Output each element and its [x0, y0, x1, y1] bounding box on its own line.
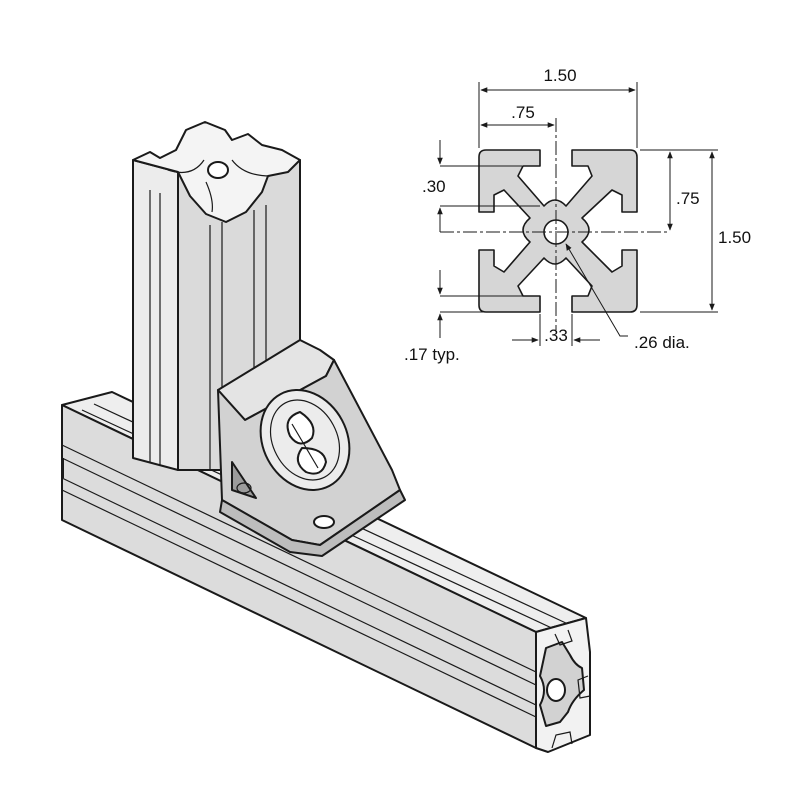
bracket-side-hole [236, 482, 252, 494]
end-profile-slot-bottom [551, 731, 573, 749]
end-profile-slot-right [577, 675, 591, 699]
bracket-bottom-flange [219, 489, 406, 557]
horizontal-extrusion-front-slot-lower-inner [61, 489, 537, 718]
horizontal-extrusion-front-slot-end [62, 458, 64, 478]
corner-bracket [217, 339, 406, 557]
dim-bore-leader [565, 243, 628, 337]
horizontal-extrusion-front-slot-upper-inner [61, 457, 537, 686]
dim-bore-label: .26 dia. [634, 333, 690, 352]
dimensions: 1.50 .75 .30 .75 1.50 .17 typ. .33 .26 d [404, 66, 751, 364]
bracket-triangle-cutout [231, 461, 257, 499]
end-profile-bore [546, 678, 566, 702]
horizontal-extrusion-front-slot-lower [61, 477, 537, 706]
dim-slot-width-label: .33 [544, 326, 568, 345]
dim-half-height-label: .75 [676, 189, 700, 208]
bracket-fastener-slot-line [291, 423, 319, 469]
dim-half-width-label: .75 [511, 103, 535, 122]
bracket-slot-recess-inner [269, 399, 341, 481]
end-profile-slot-top [554, 629, 573, 646]
vertical-extrusion-bore [207, 161, 229, 179]
horizontal-extrusion-end-profile [535, 617, 591, 753]
dim-slot-offset-label: .30 [422, 177, 446, 196]
vertical-extrusion-top-web [167, 159, 271, 213]
dim-wall-label: .17 typ. [404, 345, 460, 364]
vertical-extrusion-left-face [132, 159, 179, 471]
horizontal-extrusion-front-slot-upper [61, 444, 537, 673]
bracket-fastener-lower [296, 447, 327, 475]
bracket-bottom-hole [313, 515, 335, 529]
bracket-fastener-upper [286, 411, 315, 445]
profile-cross-section [440, 118, 668, 330]
dim-overall-height-label: 1.50 [718, 228, 751, 247]
dim-overall-width-label: 1.50 [543, 66, 576, 85]
